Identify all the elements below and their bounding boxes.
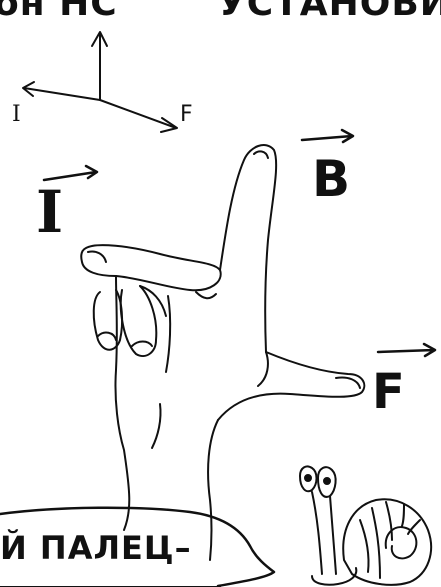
axes-sketch [22,31,178,133]
snail-shell-ribs-3 [385,501,393,541]
snail-tentacle-right [329,495,337,575]
i-vector-arrow [42,164,99,182]
snail-body [311,567,358,586]
thumb-nail [335,376,361,389]
index-finger-outline [80,244,222,292]
snail-shell-ribs-5 [407,519,421,535]
snail-eye-right [323,477,331,485]
folded-finger-ring [92,289,124,351]
header-right-text: УСТАНОВИТЬ [218,0,441,24]
knuckle-mark [195,291,217,300]
b-vector-arrow [300,128,355,144]
snail-shell-ribs-1 [359,519,370,573]
snail-shell-ribs-2 [371,507,381,579]
vector-label-b: B [312,150,351,208]
caption-text: Й ПАЛЕЦ– [0,529,192,567]
axis-left-line [23,87,101,101]
caption-bubble-outline [0,506,276,587]
axis-label-f: F [180,102,193,127]
folded-finger-little [119,285,158,358]
middle-finger-nail [253,150,269,159]
snail-eye-stalk-left [299,465,318,493]
vector-label-i: I [36,178,64,246]
ring-nail [97,331,117,341]
palm-right-edge [207,419,219,561]
axis-left-arrowhead [22,81,35,97]
thumb-crease [257,351,269,387]
palm-crease-1 [165,295,172,373]
snail-tentacle-left [311,491,323,575]
snail-shell-ribs-4 [401,503,405,527]
axis-up-arrowhead [91,31,108,47]
header-left-text: он НС [0,0,118,24]
axis-label-i: I [12,102,21,127]
snail-eye-stalk-right [317,466,337,498]
folded-finger-extra [139,285,167,317]
index-finger-nail [87,250,107,263]
axis-right-line [99,99,177,129]
hand-outline [80,144,366,561]
axis-right-arrowhead [160,117,178,133]
palm-crease-2 [151,403,162,449]
snail [299,465,433,586]
vector-label-f: F [372,364,405,420]
thumb-outline [217,351,366,421]
middle-finger-outline [219,144,278,353]
little-nail [131,340,153,347]
palm-left-edge [114,275,131,531]
f-vector-arrow [376,342,437,358]
caption-bubble [0,506,276,587]
snail-eye-left [304,474,312,482]
vector-arrows [42,128,437,358]
snail-shell-spiral [384,526,418,560]
snail-shell-outline [342,498,433,586]
